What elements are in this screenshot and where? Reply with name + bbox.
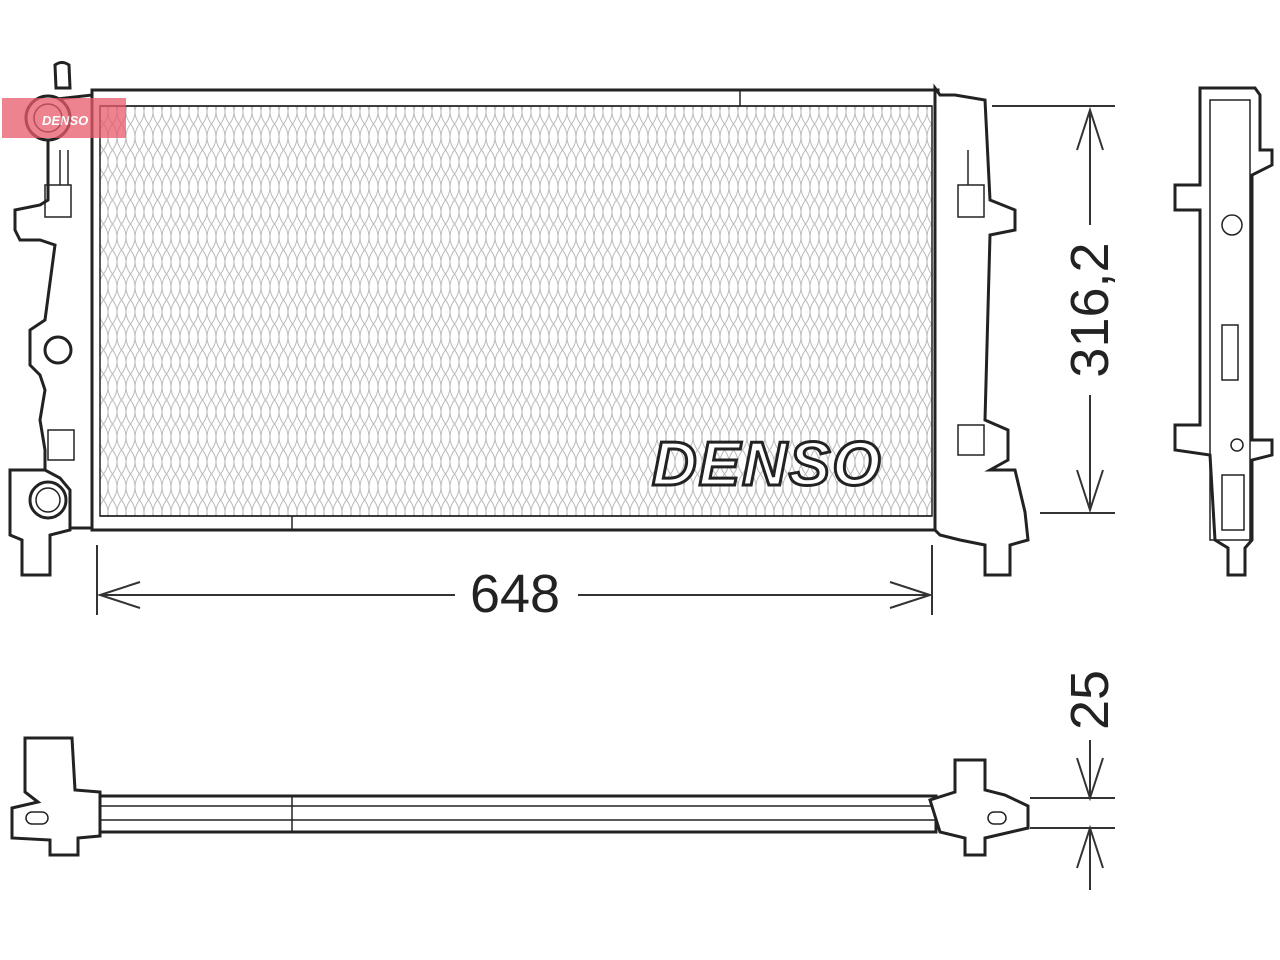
watermark-badge xyxy=(2,98,126,138)
mount-hole xyxy=(43,335,73,365)
side-view xyxy=(1173,86,1274,577)
dimension-width: 648 xyxy=(96,545,934,624)
dimension-width-label: 648 xyxy=(470,564,560,624)
dimension-height-label: 316,2 xyxy=(1060,242,1120,377)
dimension-height: 316,2 xyxy=(992,105,1120,514)
denso-watermark-logo: DENSO xyxy=(2,98,126,138)
outlet-pipe xyxy=(28,480,68,520)
brand-label: DENSO xyxy=(652,430,882,499)
left-tank xyxy=(8,93,94,577)
dimension-depth: 25 xyxy=(1030,670,1120,890)
watermark-text: DENSO xyxy=(42,113,88,128)
front-view: DENSO xyxy=(8,61,1030,577)
dimension-depth-label: 25 xyxy=(1060,670,1120,730)
right-tank xyxy=(933,83,1030,577)
bottom-view xyxy=(10,736,1030,857)
